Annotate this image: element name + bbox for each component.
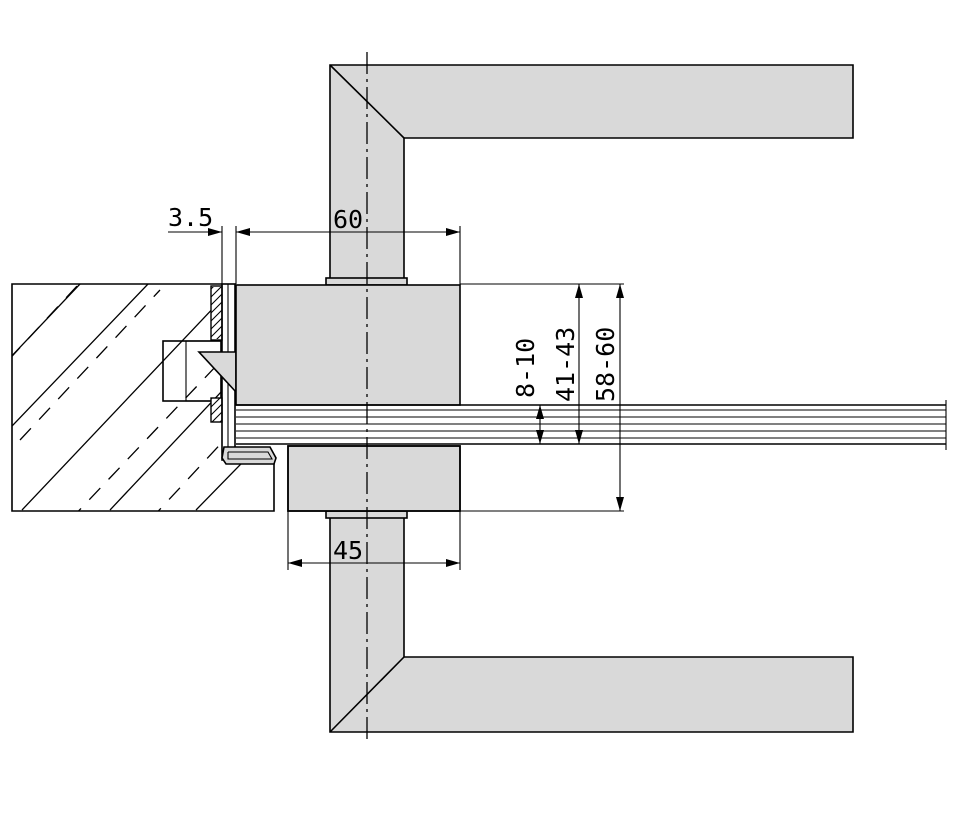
dim-rose-label: 60 — [333, 205, 363, 234]
dim-range-large-label: 58-60 — [591, 327, 620, 402]
glass-layers — [236, 400, 947, 450]
rose-lower — [287, 445, 461, 512]
dimension-vertical-group: 8-10 41-43 58-60 — [460, 283, 624, 512]
dimension-spindle: 45 — [287, 511, 461, 570]
frame-shim — [210, 285, 223, 423]
dim-spindle-label: 45 — [333, 536, 363, 565]
lower-lever-handle — [329, 515, 854, 733]
door-seal — [221, 446, 277, 465]
dim-gap-label: 3.5 — [168, 203, 213, 232]
dim-range-medium-label: 41-43 — [551, 327, 580, 402]
upper-lever-handle — [329, 64, 854, 284]
dimension-gap: 3.5 — [168, 203, 237, 284]
rose-upper — [235, 284, 461, 406]
dimension-rose-diameter: 60 — [236, 205, 461, 285]
rose-lower-outline — [287, 445, 461, 512]
dim-range-small-label: 8-10 — [511, 338, 540, 398]
